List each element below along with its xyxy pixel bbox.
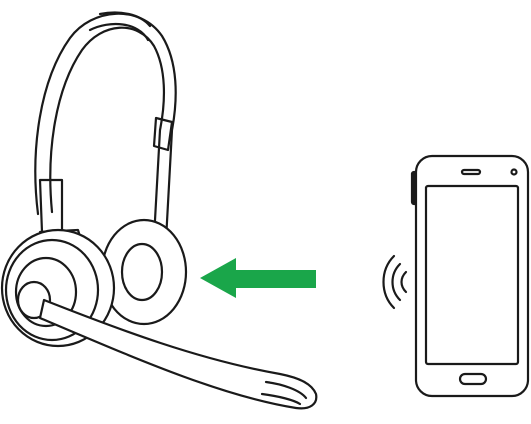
signal-wave-inner [402, 272, 407, 292]
headband-slider-right [154, 118, 172, 150]
arrow-left-icon [200, 258, 316, 298]
signal-wave-middle [393, 264, 401, 300]
rear-ear-cushion [102, 220, 186, 324]
boom-arm [40, 300, 316, 408]
phone-body [416, 156, 528, 396]
smartphone-icon [412, 156, 528, 396]
wireless-signal-icon [384, 256, 407, 308]
stereo-headset-with-boom-mic-icon [2, 13, 316, 409]
headband-inner [50, 28, 164, 238]
arrow-shape [200, 258, 316, 298]
